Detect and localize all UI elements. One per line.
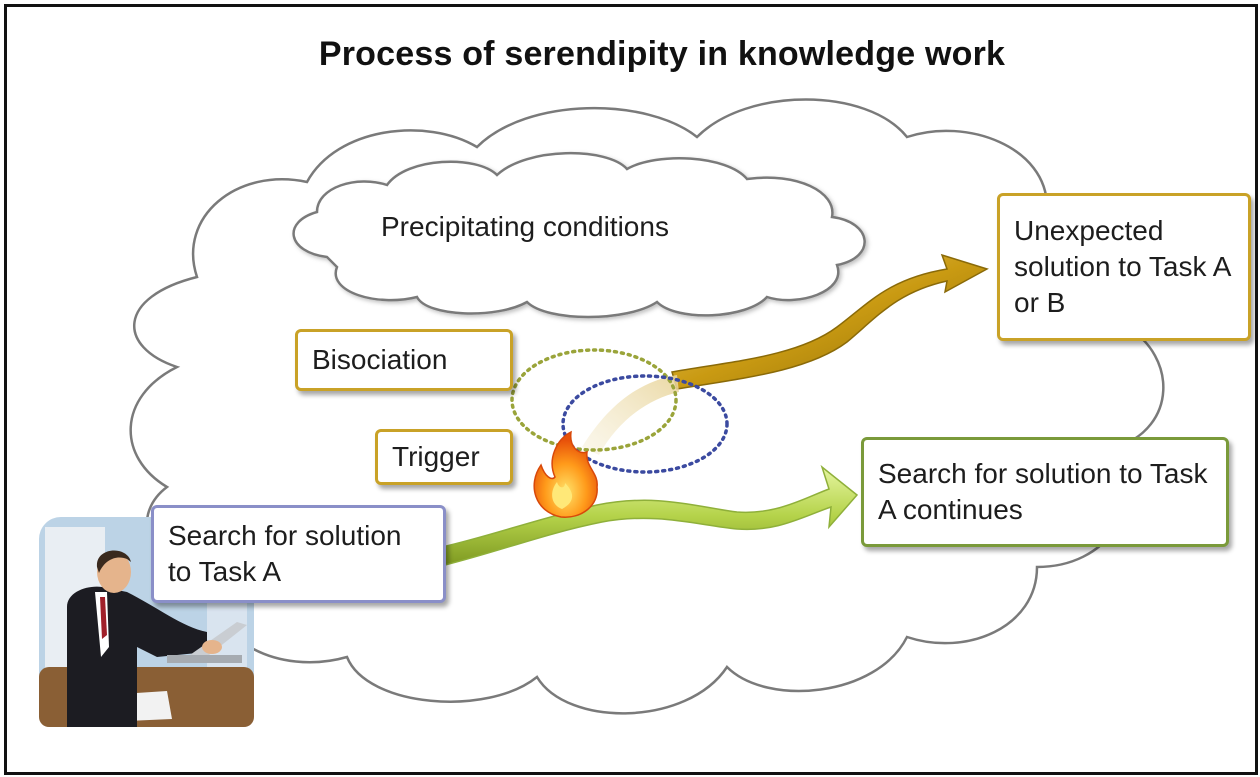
fire-icon	[533, 430, 598, 518]
search-continues-label: Search for solution to Task A continues	[878, 458, 1208, 525]
spark-trail	[582, 375, 679, 455]
bisociation-box: Bisociation	[295, 329, 513, 391]
bisociation-circle	[510, 348, 678, 452]
diagram-frame: Process of serendipity in knowledge work…	[4, 4, 1258, 775]
precipitating-cloud	[292, 151, 866, 319]
trigger-label: Trigger	[392, 441, 480, 473]
diagram-title: Process of serendipity in knowledge work	[318, 35, 1006, 73]
search-continues-arrow	[441, 464, 859, 566]
precipitating-conditions-label: Precipitating conditions	[381, 211, 669, 242]
diagram-canvas	[39, 98, 1165, 727]
unexpected-solution-box: Unexpected solution to Task A or B	[997, 193, 1251, 341]
unexpected-solution-arrow	[671, 253, 989, 390]
task-a-box: Search for solution to Task A	[151, 505, 446, 603]
trigger-circle	[561, 374, 729, 474]
unexpected-solution-label: Unexpected solution to Task A or B	[1014, 215, 1230, 318]
bisociation-label: Bisociation	[312, 344, 448, 376]
task-a-label: Search for solution to Task A	[168, 520, 402, 587]
trigger-box: Trigger	[375, 429, 513, 485]
search-continues-box: Search for solution to Task A continues	[861, 437, 1229, 547]
